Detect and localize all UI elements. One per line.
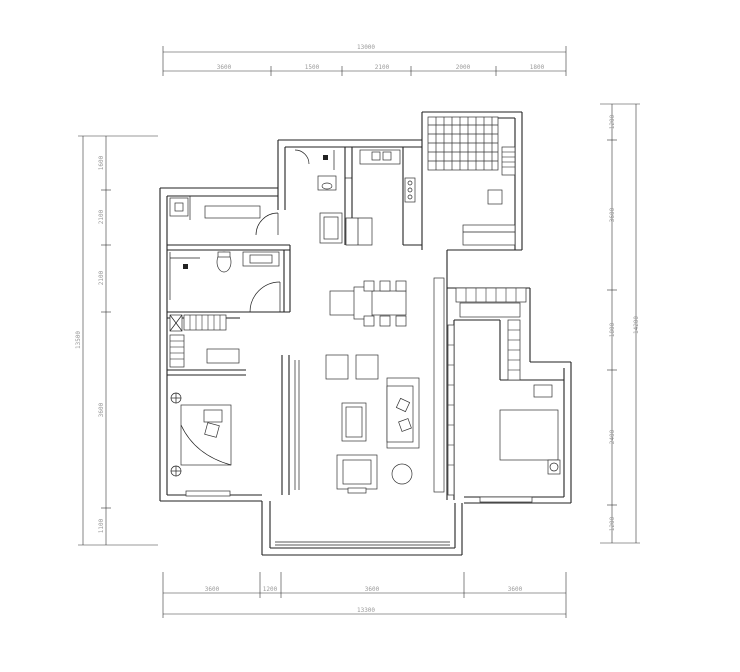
dim-right-total: 14200 (633, 316, 640, 334)
dining-table (329, 280, 407, 327)
dim-left-5: 1100 (98, 518, 105, 533)
dim-left-2: 2100 (98, 209, 105, 224)
dim-bottom-total: 13300 (357, 607, 375, 614)
dim-top-3: 2100 (375, 64, 390, 71)
balcony (427, 116, 516, 246)
dim-right-2: 3600 (609, 207, 616, 222)
dimension-top: 13000 3600 1500 2100 2000 1800 (162, 44, 567, 76)
left-bedroom (169, 314, 240, 497)
dim-top-total: 13000 (357, 44, 375, 51)
dim-right-4: 2400 (609, 429, 616, 444)
dim-top-4: 2000 (456, 64, 471, 71)
dim-top-5: 1800 (530, 64, 545, 71)
dimension-right: 1200 3600 1800 2400 1200 14200 (600, 103, 640, 544)
dim-right-5: 1200 (609, 516, 616, 531)
living-room (325, 277, 445, 494)
dim-bottom-4: 3600 (508, 586, 523, 593)
doors (249, 149, 310, 313)
dim-right-3: 1800 (609, 322, 616, 337)
dimension-bottom: 3600 1200 3600 3600 13300 (162, 572, 567, 618)
bathroom (169, 251, 280, 300)
dim-bottom-2: 1200 (263, 586, 278, 593)
dim-bottom-1: 3600 (205, 586, 220, 593)
right-bedroom (447, 287, 561, 503)
kitchen (317, 149, 416, 246)
dim-top-2: 1500 (305, 64, 320, 71)
dim-right-1: 1200 (609, 114, 616, 129)
dim-left-1: 1600 (98, 155, 105, 170)
dim-top-1: 3600 (217, 64, 232, 71)
upper-left-room (169, 196, 261, 220)
dim-bottom-3: 3600 (365, 586, 380, 593)
dimension-left: 13500 1600 2100 2100 3600 1100 (75, 135, 158, 546)
dim-left-total: 13500 (75, 331, 82, 349)
dim-left-3: 2100 (98, 270, 105, 285)
dim-left-4: 3600 (98, 402, 105, 417)
